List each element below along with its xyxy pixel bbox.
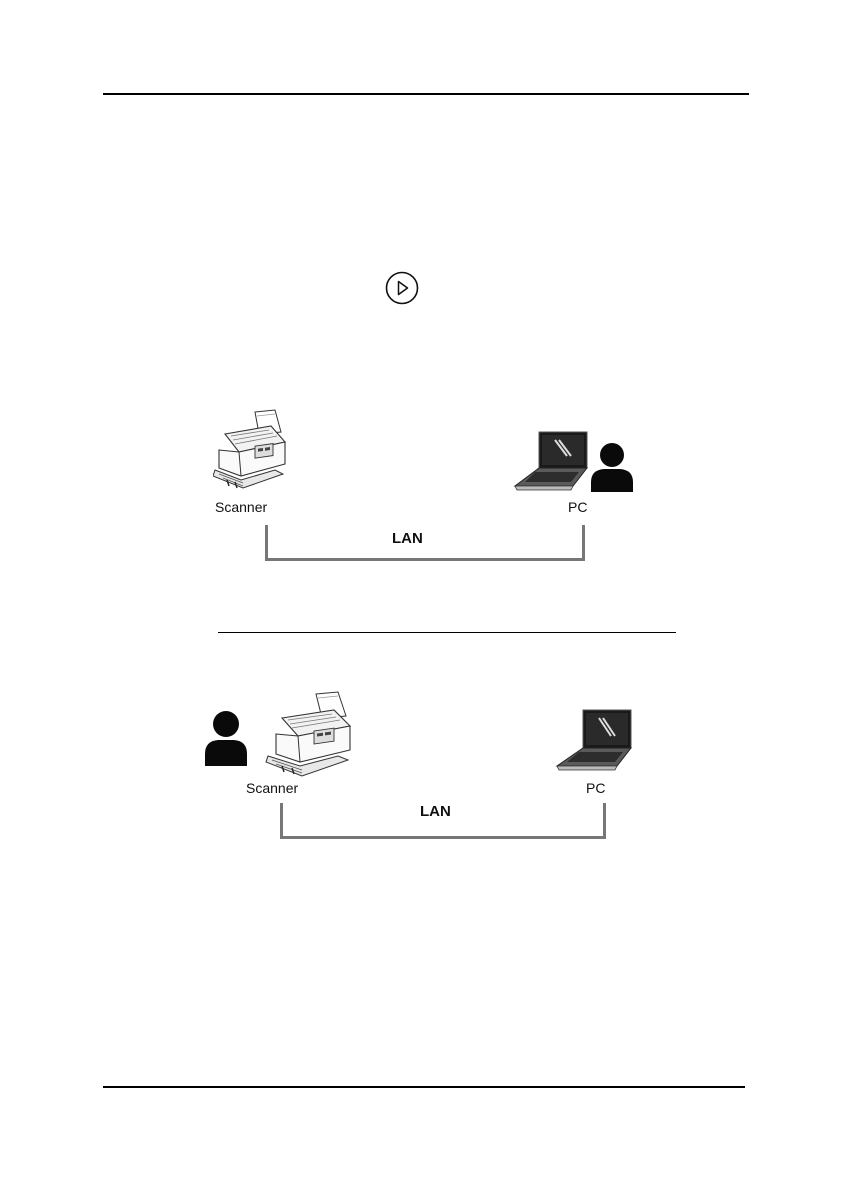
lan-label: LAN bbox=[420, 803, 451, 820]
lan-connection-line bbox=[265, 525, 585, 561]
user-icon bbox=[590, 442, 634, 492]
pc-label: PC bbox=[568, 499, 587, 515]
play-circle-icon[interactable] bbox=[385, 271, 419, 305]
scanner-icon bbox=[213, 408, 289, 496]
laptop-icon bbox=[555, 708, 635, 774]
footer-rule bbox=[103, 1086, 745, 1088]
separator-rule bbox=[218, 632, 676, 633]
laptop-icon bbox=[513, 430, 591, 492]
header-rule bbox=[103, 93, 749, 95]
scanner-label: Scanner bbox=[246, 780, 298, 796]
scanner-label: Scanner bbox=[215, 499, 267, 515]
user-icon bbox=[204, 710, 248, 766]
scanner-icon bbox=[264, 690, 358, 782]
pc-label: PC bbox=[586, 780, 605, 796]
lan-label: LAN bbox=[392, 530, 423, 547]
